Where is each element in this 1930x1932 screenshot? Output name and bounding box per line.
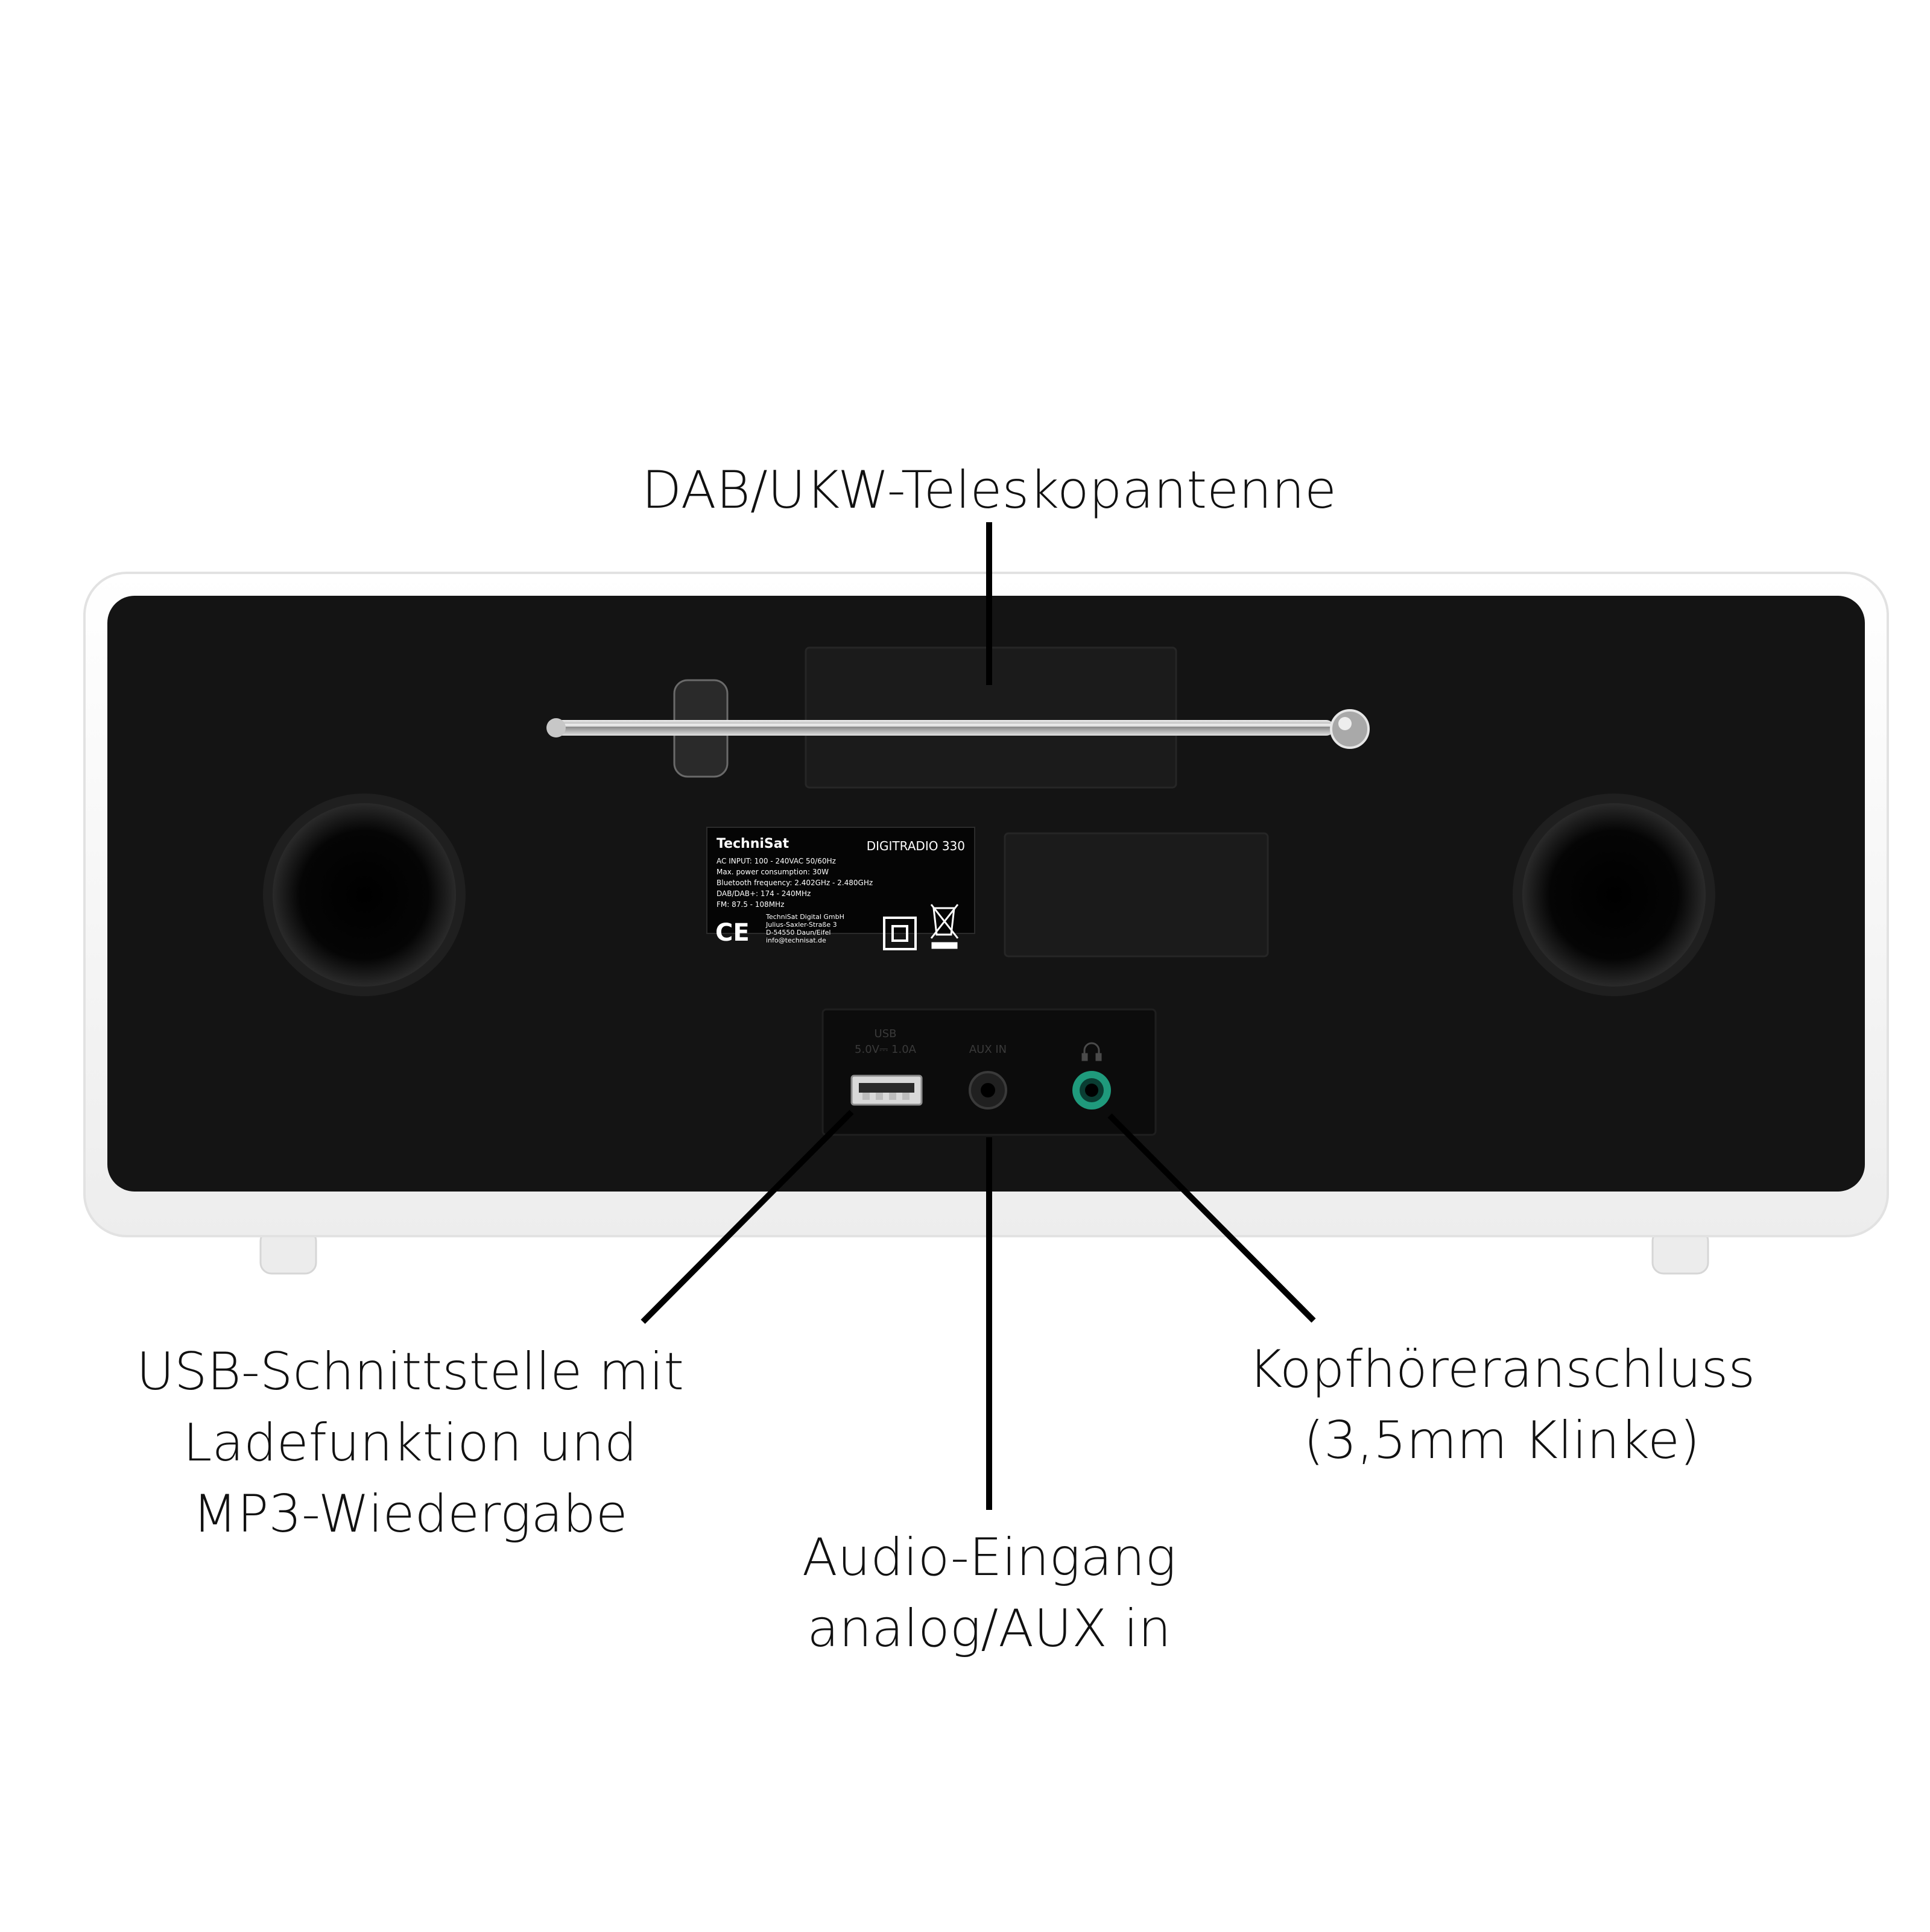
label-address: Julius-Saxler-Straße 3 — [765, 921, 837, 929]
rear-panel — [107, 596, 1865, 1192]
rating-label: TechniSat DIGITRADIO 330 AC INPUT: 100 -… — [706, 827, 975, 950]
telescopic-antenna — [546, 679, 1370, 778]
headphone-jack — [1072, 1071, 1111, 1110]
ce-mark: CE — [715, 919, 750, 947]
aux-callout-line: Audio-Eingang — [802, 1527, 1177, 1588]
label-spec: DAB/DAB+: 174 - 240MHz — [717, 889, 811, 898]
label-brand: TechniSat — [717, 836, 789, 851]
right-bass-port — [1513, 794, 1715, 996]
headphone-leader-line — [1107, 1113, 1316, 1323]
label-address: info@technisat.de — [766, 936, 826, 944]
label-address: TechniSat Digital GmbH — [765, 913, 844, 921]
headphone-callout: Kopfhöreranschluss (3,5mm Klinke) — [1200, 1334, 1803, 1476]
label-model: DIGITRADIO 330 — [867, 839, 965, 853]
aux-in-jack — [969, 1071, 1007, 1110]
left-bass-port — [263, 794, 466, 996]
usb-callout-line: MP3-Wiedergabe — [192, 1484, 628, 1544]
aux-callout-line: analog/AUX in — [807, 1599, 1171, 1659]
label-spec: AC INPUT: 100 - 240VAC 50/60Hz — [717, 857, 836, 865]
antenna-callout: DAB/UKW-Teleskopantenne — [627, 455, 1351, 526]
headphone-callout-line: (3,5mm Klinke) — [1303, 1410, 1700, 1471]
label-spec: FM: 87.5 - 108MHz — [717, 900, 784, 909]
usb-callout: USB-Schnittstelle mit Ladefunktion und M… — [109, 1336, 712, 1550]
aux-port-label: AUX IN — [969, 1043, 1007, 1056]
label-address: D-54550 Daun/Eifel — [766, 929, 831, 936]
headphone-icon — [1081, 1042, 1102, 1061]
label-spec: Bluetooth frequency: 2.402GHz - 2.480GHz — [717, 879, 873, 887]
usb-leader-line — [641, 1110, 854, 1324]
double-insulation-icon — [883, 917, 917, 950]
usb-callout-line: USB-Schnittstelle mit — [136, 1342, 684, 1402]
aux-callout: Audio-Eingang analog/AUX in — [718, 1522, 1261, 1664]
usb-callout-line: Ladefunktion und — [183, 1413, 638, 1473]
headphone-callout-line: Kopfhöreranschluss — [1248, 1339, 1756, 1400]
weee-bin-icon — [930, 904, 959, 949]
blank-plate — [1004, 832, 1269, 958]
usb-port-rating: 5.0V⎓ 1.0A — [855, 1043, 917, 1056]
usb-port-label: USB — [875, 1028, 897, 1040]
usb-port — [850, 1075, 923, 1106]
connector-panel: USB 5.0V⎓ 1.0A AUX IN — [821, 1008, 1157, 1136]
antenna-callout-line: DAB/UKW-Teleskopantenne — [642, 460, 1337, 520]
label-spec: Max. power consumption: 30W — [717, 868, 829, 876]
